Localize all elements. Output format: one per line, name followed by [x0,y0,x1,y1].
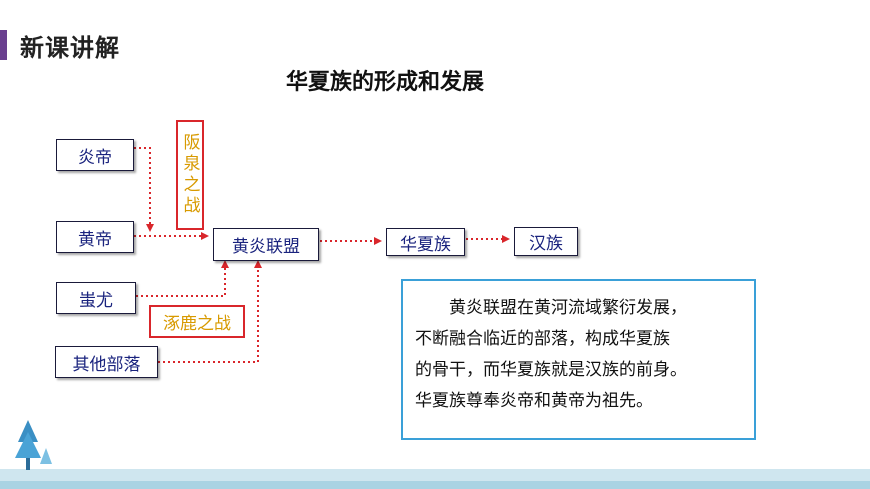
note-line: 华夏族尊奉炎帝和黄帝为祖先。 [415,391,653,411]
note-box: 黄炎联盟在黄河流域繁衍发展， 不断融合临近的部落，构成华夏族 的骨干，而华夏族就… [401,279,756,440]
battle-zhuolu: 涿鹿之战 [149,305,245,338]
node-huaxia: 华夏族 [386,228,465,256]
node-huaxia-label: 华夏族 [400,234,451,255]
node-alliance: 黄炎联盟 [213,228,319,261]
battle-zhuolu-label: 涿鹿之战 [163,314,231,334]
node-alliance-label: 黄炎联盟 [232,237,300,257]
node-chiyou: 蚩尤 [56,282,136,314]
header-accent-bar [0,30,7,60]
node-yandi-label: 炎帝 [78,147,112,168]
node-yandi: 炎帝 [56,139,134,171]
arrow-others-to-alliance [158,260,262,363]
arrow-yandi-to-alliance [134,147,154,232]
battle-banquan-label: 阪泉之战 [179,133,200,217]
node-han-label: 汉族 [529,234,563,254]
note-line: 不断融合临近的部落，构成华夏族 [415,329,670,349]
tree-icon [15,420,52,470]
node-huangdi-label: 黄帝 [78,229,112,250]
arrow-chiyou-to-alliance [136,260,229,297]
node-han: 汉族 [514,227,578,256]
note-line: 的骨干，而华夏族就是汉族的前身。 [415,360,687,380]
diagram-title: 华夏族的形成和发展 [286,70,485,95]
node-others-label: 其他部落 [72,354,141,375]
note-line: 黄炎联盟在黄河流域繁衍发展， [449,298,687,318]
node-chiyou-label: 蚩尤 [79,290,113,311]
footer-water [0,481,870,489]
battle-banquan: 阪泉之战 [176,120,204,230]
node-others: 其他部落 [55,346,158,378]
header-title: 新课讲解 [20,34,120,62]
node-huangdi: 黄帝 [56,221,134,253]
